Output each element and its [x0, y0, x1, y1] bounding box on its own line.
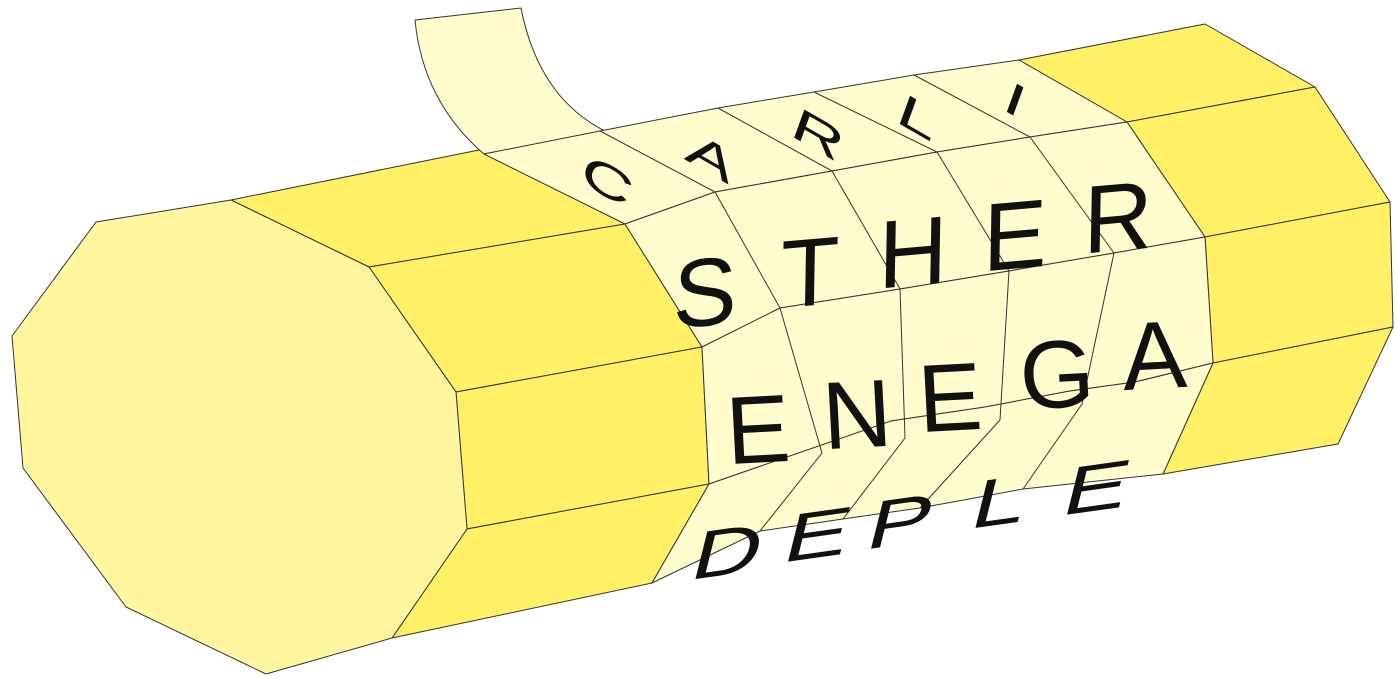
strip-letter-r3-c5: A [1119, 301, 1189, 411]
strip-letter-r2-c3: H [878, 196, 949, 309]
divider-2 [717, 107, 906, 520]
strip-letter-r2-c1: S [672, 237, 738, 350]
strip-letter-r3-c1: E [723, 375, 793, 485]
strip-letter-r3-c4: G [1017, 320, 1097, 431]
rod-far-end [1018, 23, 1394, 475]
strip-letter-r2-c4: E [982, 180, 1048, 293]
strip-letter-r2-c2: T [780, 217, 840, 329]
divider-1 [599, 130, 823, 532]
rod-end-cap [11, 199, 468, 675]
strip-dividers [599, 74, 1115, 532]
strip-letter-r3-c2: N [820, 360, 895, 470]
strip-tail [414, 7, 606, 155]
strip-letter-r2-c5: R [1083, 161, 1154, 274]
divider-3 [813, 91, 1010, 509]
rod-near-end [11, 148, 710, 675]
strip-letter-r3-c3: E [915, 343, 985, 453]
divider-4 [913, 74, 1115, 490]
